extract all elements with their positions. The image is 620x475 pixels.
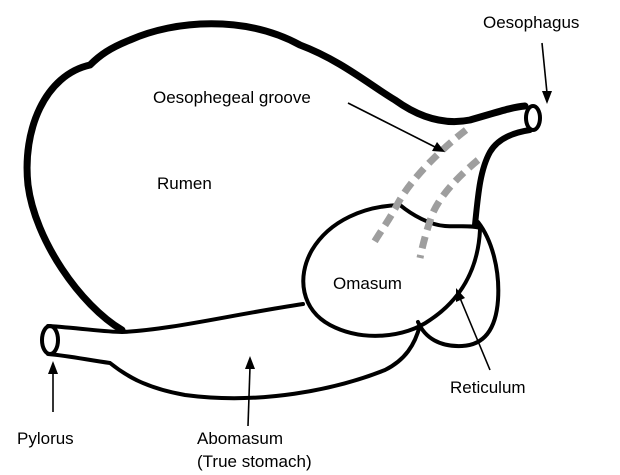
abomasum-pointer-line: [248, 367, 250, 426]
oesophageal-groove-line-2: [420, 160, 478, 258]
abomasum-pointer-head: [245, 356, 255, 369]
reticulum-outline: [418, 222, 498, 346]
oesophagus-pointer-line: [542, 43, 547, 93]
pylorus-pointer-head: [48, 361, 58, 374]
pylorus-opening: [42, 326, 58, 354]
label-omasum: Omasum: [333, 274, 402, 293]
label-rumen: Rumen: [157, 174, 212, 193]
oesophagus-pointer-head: [542, 91, 552, 104]
abomasum-outline: [48, 304, 303, 332]
oesophagus-opening: [526, 106, 540, 130]
omasum-top-seam: [400, 205, 480, 228]
rumen-outline: [27, 24, 525, 330]
label-abomasum: Abomasum: [197, 429, 283, 448]
groove-pointer-line: [348, 103, 437, 148]
oesophagus-tube-lower: [475, 130, 530, 225]
label-reticulum: Reticulum: [450, 378, 526, 397]
label-oesophageal-groove: Oesophegeal groove: [153, 88, 311, 107]
label-pylorus: Pylorus: [17, 429, 74, 448]
label-oesophagus: Oesophagus: [483, 13, 579, 32]
label-abomasum-note: (True stomach): [197, 452, 312, 471]
